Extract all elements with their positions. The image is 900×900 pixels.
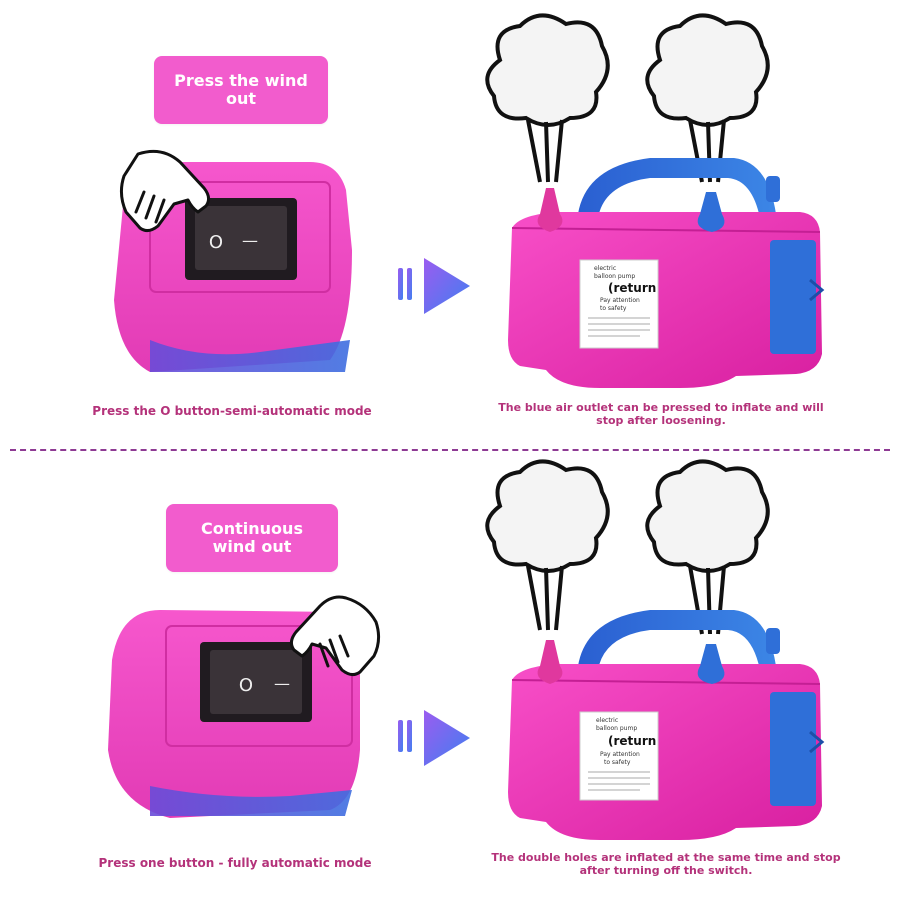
section-divider xyxy=(10,449,890,451)
switch-on-symbol: — xyxy=(242,231,258,250)
pump-label-line2: balloon pump xyxy=(594,273,635,280)
pump-caption: The blue air outlet can be pressed to in… xyxy=(498,401,824,427)
play-arrow-icon xyxy=(398,710,470,766)
pump-label-line1: electric xyxy=(596,717,618,724)
switch-off-symbol: O xyxy=(239,675,253,696)
mode-badge: Press the wind out xyxy=(154,56,328,124)
panel-fully-automatic: Continuous wind out O — Press one button… xyxy=(0,450,900,900)
pump-label-note1: Pay attention xyxy=(600,297,640,304)
pump-label-note1: Pay attention xyxy=(600,751,640,758)
switch-closeup-image: O — xyxy=(114,149,352,372)
hand-pointer-icon xyxy=(119,149,211,233)
pump-label-return: (return xyxy=(608,281,656,295)
pump-caption: The double holes are inflated at the sam… xyxy=(491,851,841,877)
mode-badge-label: Continuous wind out xyxy=(201,519,303,556)
mode-badge: Continuous wind out xyxy=(166,504,338,572)
hand-pointer-icon xyxy=(289,595,381,677)
pump-label-line1: electric xyxy=(594,265,616,272)
pump-label-note2: to safety xyxy=(604,759,631,766)
mode-badge-label: Press the wind out xyxy=(174,71,308,108)
steam-cloud-icon xyxy=(485,459,610,631)
steam-cloud-icon xyxy=(485,13,610,183)
pump-label-return: (return xyxy=(608,734,656,748)
switch-on-symbol: — xyxy=(274,674,290,693)
switch-caption: Press one button - fully automatic mode xyxy=(98,856,372,870)
balloon-pump-image: electric balloon pump (return Pay attent… xyxy=(485,459,825,840)
pump-label-line2: balloon pump xyxy=(596,725,637,732)
steam-cloud-icon xyxy=(645,13,770,183)
balloon-pump-image: electric balloon pump (return Pay attent… xyxy=(485,13,825,388)
switch-caption: Press the O button-semi-automatic mode xyxy=(92,404,372,418)
steam-cloud-icon xyxy=(645,459,770,635)
switch-closeup-image: O — xyxy=(108,595,381,818)
panel-semi-automatic: Press the wind out O — Press the O butto… xyxy=(92,13,825,427)
pump-label-note2: to safety xyxy=(600,305,627,312)
play-arrow-icon xyxy=(398,258,470,314)
switch-off-symbol: O xyxy=(209,232,223,253)
